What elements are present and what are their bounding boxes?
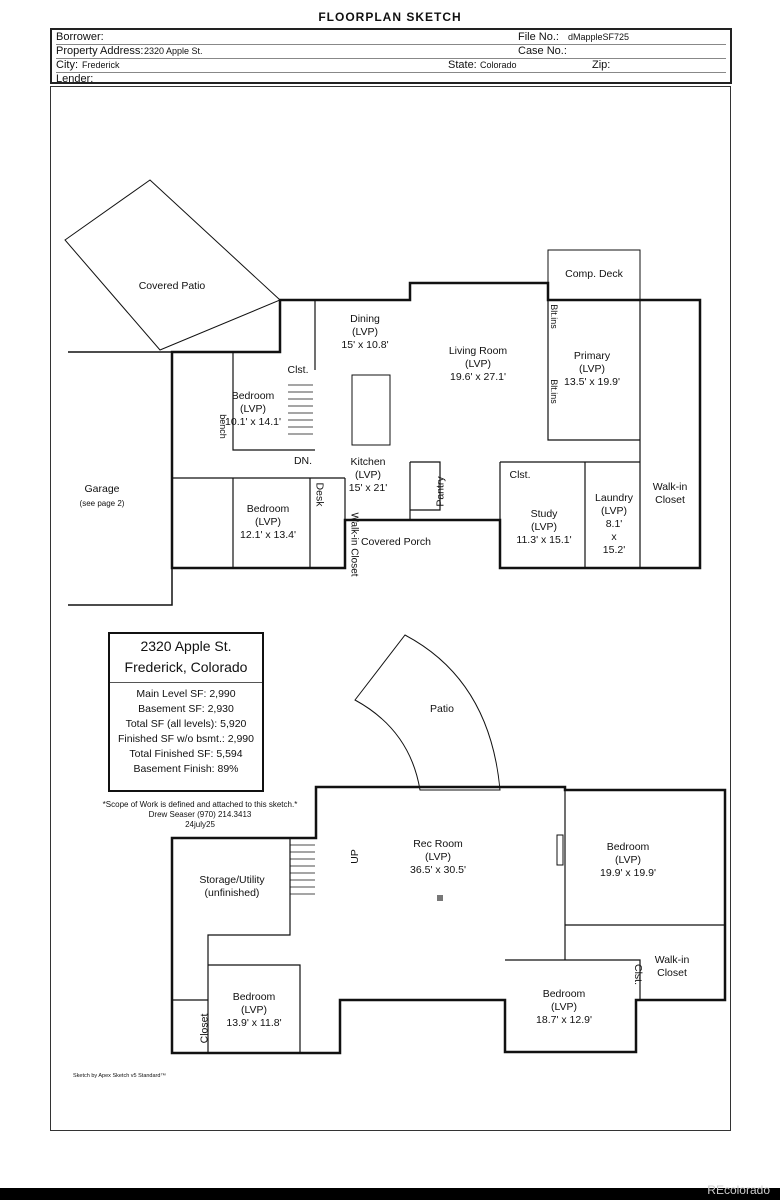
label-up: UP bbox=[348, 849, 361, 864]
label-walk-in-closet-primary: Walk-in Closet bbox=[652, 481, 688, 506]
address: 2320 Apple St. bbox=[144, 46, 203, 56]
basement-stairs bbox=[290, 844, 315, 895]
garage-outline bbox=[68, 351, 173, 606]
property-info-box: 2320 Apple St.Frederick, Colorado Main L… bbox=[108, 632, 264, 792]
label-bedroom-sw: Bedroom(LVP)13.9' x 11.8' bbox=[226, 991, 282, 1029]
patio-outline bbox=[354, 634, 501, 791]
label-bedroom-s: Bedroom(LVP)18.7' x 12.9' bbox=[536, 988, 592, 1026]
label-pantry: Pantry bbox=[434, 476, 447, 507]
label-blt-ins: Blt.ins bbox=[548, 304, 559, 329]
label-bench: bench bbox=[217, 414, 228, 439]
drawing-frame bbox=[50, 86, 731, 1131]
label-patio: Patio bbox=[430, 703, 454, 715]
label-kitchen: Kitchen(LVP)15' x 21' bbox=[348, 456, 388, 494]
label-rec-room: Rec Room(LVP)36.5' x 30.5' bbox=[410, 838, 466, 876]
label-comp-deck: Comp. Deck bbox=[565, 268, 623, 280]
label-storage: Storage/Utility(unfinished) bbox=[199, 874, 265, 899]
address-label: Property Address: bbox=[56, 45, 144, 57]
label-primary: Primary(LVP)13.5' x 19.9' bbox=[564, 350, 620, 388]
basement-walls bbox=[170, 785, 727, 1055]
case-no-label: Case No.: bbox=[518, 45, 567, 57]
watermark: REcolorado bbox=[707, 1183, 770, 1197]
floor-drain bbox=[437, 895, 443, 901]
city: Frederick bbox=[82, 60, 120, 70]
stat-basement-finish: Basement Finish: 89% bbox=[133, 763, 239, 775]
label-walk-in-closet: Walk-in Closet bbox=[348, 512, 360, 577]
basement-interior-walls bbox=[172, 790, 725, 1053]
label-clst: Clst. bbox=[287, 364, 309, 376]
label-bedroom-2: Bedroom(LVP)12.1' x 13.4' bbox=[240, 503, 296, 541]
label-closet: Closet bbox=[198, 1013, 211, 1044]
stat-total: Total SF (all levels): 5,920 bbox=[125, 718, 247, 730]
comp-deck-outline bbox=[547, 249, 641, 301]
lender-label: Lender: bbox=[56, 73, 94, 85]
label-clst-basement: Clst. bbox=[632, 964, 644, 985]
header-form: Borrower: File No.: dMappleSF725 Property … bbox=[50, 28, 732, 85]
label-garage-note: (see page 2) bbox=[79, 499, 125, 508]
zip-label: Zip: bbox=[592, 59, 611, 71]
label-garage: Garage bbox=[84, 483, 120, 495]
interior-walls bbox=[172, 300, 641, 568]
covered-patio-outline bbox=[64, 179, 281, 351]
label-walk-in-closet-basement: Walk-in Closet bbox=[654, 954, 690, 979]
label-study: Study(LVP)11.3' x 15.1' bbox=[516, 508, 572, 546]
label-dining: Dining(LVP)15' x 10.8' bbox=[341, 313, 389, 351]
stat-finished-wo-bsmt: Finished SF w/o bsmt.: 2,990 bbox=[118, 733, 254, 745]
page-title: FLOORPLAN SKETCH bbox=[318, 10, 462, 24]
stat-total-finished: Total Finished SF: 5,594 bbox=[129, 748, 243, 760]
file-no-label: File No.: bbox=[518, 31, 559, 43]
file-no: dMappleSF725 bbox=[568, 32, 630, 42]
kitchen-island bbox=[351, 374, 391, 446]
state-label: State: bbox=[448, 59, 477, 71]
fireplace bbox=[556, 834, 564, 866]
borrower-label: Borrower: bbox=[56, 31, 104, 43]
label-covered-porch: Covered Porch bbox=[360, 536, 432, 548]
label-desk: Desk bbox=[313, 482, 326, 507]
stairs bbox=[288, 384, 313, 435]
label-dn: DN. bbox=[293, 455, 313, 467]
stat-main-level: Main Level SF: 2,990 bbox=[136, 688, 236, 700]
info-address: 2320 Apple St.Frederick, Colorado bbox=[110, 634, 262, 683]
label-blt-ins-2: Blt.ins bbox=[548, 379, 559, 404]
label-bedroom-1: Bedroom(LVP)10.1' x 14.1' bbox=[225, 390, 281, 428]
label-bedroom-ne: Bedroom(LVP)19.9' x 19.9' bbox=[600, 841, 656, 879]
state: Colorado bbox=[480, 60, 517, 70]
sketch-credit: Sketch by Apex Sketch v5 Standard™ bbox=[73, 1073, 166, 1079]
label-living-room: Living Room(LVP)19.6' x 27.1' bbox=[448, 345, 508, 383]
label-covered-patio: Covered Patio bbox=[138, 280, 206, 292]
scope-note: *Scope of Work is defined and attached t… bbox=[102, 800, 298, 829]
label-study-clst: Clst. bbox=[509, 469, 531, 481]
bottom-bar bbox=[0, 1188, 780, 1200]
city-label: City: bbox=[56, 59, 78, 71]
stat-basement: Basement SF: 2,930 bbox=[138, 703, 234, 715]
